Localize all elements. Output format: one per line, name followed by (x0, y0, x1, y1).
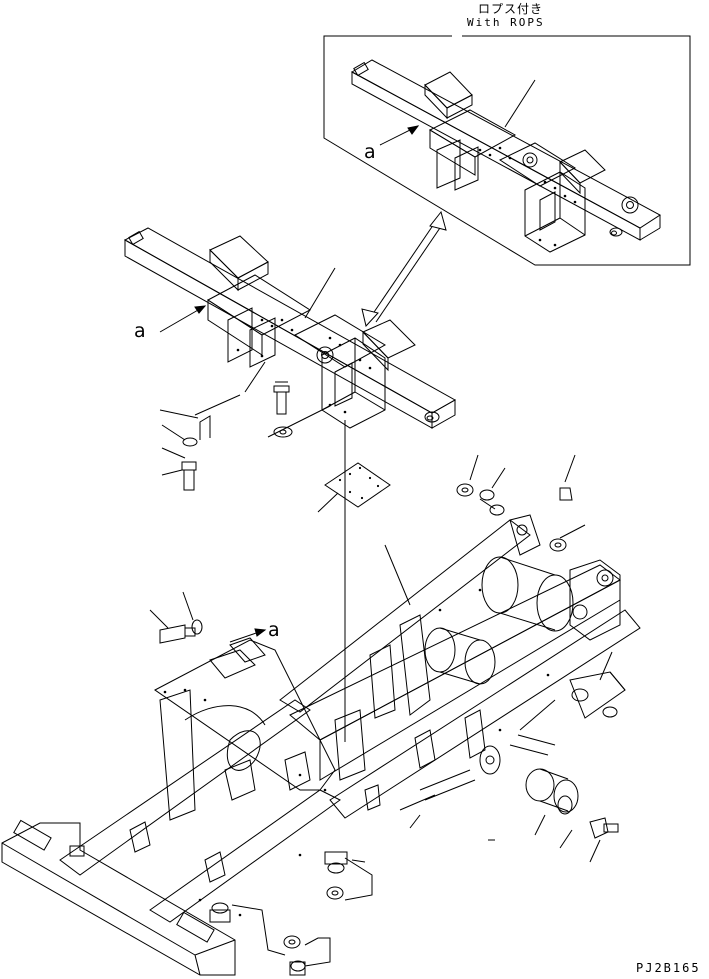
lower-fasteners (210, 852, 372, 975)
inset-cross-beam (352, 60, 660, 252)
view-arrow-label-frame: a (268, 619, 280, 641)
relation-double-arrow (362, 212, 446, 326)
inset-frame (324, 36, 690, 265)
inset-title-japanese: ロプス付き (478, 2, 544, 16)
inset-title-english: With ROPS (467, 16, 545, 29)
main-frame (2, 515, 640, 975)
drawing-number: PJ2B165 (636, 961, 701, 975)
view-arrow-label-inset: a (364, 141, 376, 163)
cover-plate (318, 420, 390, 742)
upper-cross-beam (125, 228, 455, 428)
upper-fasteners (160, 362, 330, 490)
frame-fasteners (150, 455, 625, 862)
view-arrow-label-beam: a (134, 320, 146, 342)
